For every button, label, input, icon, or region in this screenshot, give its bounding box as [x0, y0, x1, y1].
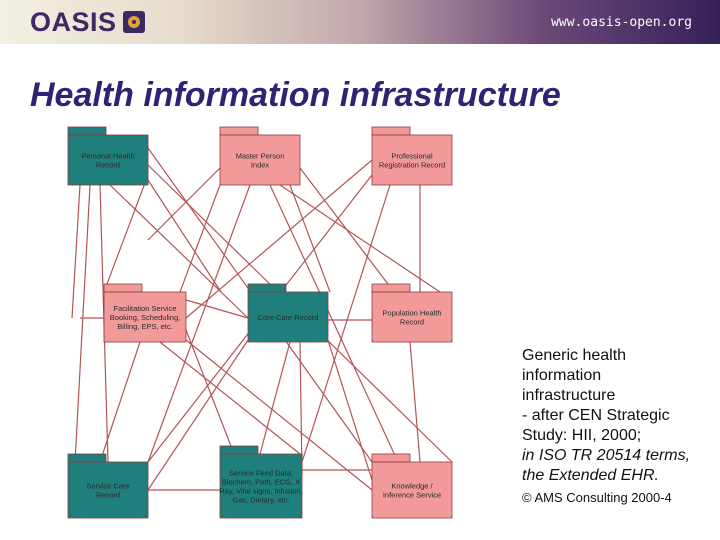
connection-line — [269, 184, 399, 463]
copyright-text: © AMS Consulting 2000-4 — [522, 490, 672, 505]
connection-line — [99, 341, 141, 463]
connection-line — [179, 184, 221, 293]
package-label: Inference Service — [383, 491, 441, 500]
package-node-sfd: Service Feed Data:Biochem, Path, ECG, XR… — [219, 445, 303, 519]
package-tab — [247, 283, 287, 293]
header-bar: OASIS www.oasis-open.org — [0, 0, 720, 44]
package-label: Biochem, Path, ECG, X — [222, 478, 300, 487]
package-tab — [371, 453, 411, 463]
page-title: Health information infrastructure — [30, 76, 561, 114]
caption-italic-line: the Extended EHR. — [522, 467, 659, 484]
package-label: Registration Record — [379, 161, 445, 170]
package-label: Professional — [391, 152, 433, 161]
connection-line — [409, 341, 421, 463]
connection-line — [74, 184, 91, 463]
package-label: Record — [96, 491, 120, 500]
connection-line — [159, 341, 301, 455]
package-label: Gas, Dietary, etc. — [232, 496, 289, 505]
package-label: Master Person — [236, 152, 285, 161]
connection-line — [147, 339, 249, 491]
caption-line: - after CEN Strategic — [522, 407, 670, 424]
package-tab — [219, 126, 259, 136]
package-label: Record — [400, 318, 424, 327]
package-label: Service Feed Data: — [229, 469, 293, 478]
package-tab — [67, 126, 107, 136]
package-tab — [67, 453, 107, 463]
logo-text: OASIS — [30, 6, 117, 37]
site-url[interactable]: www.oasis-open.org — [551, 15, 692, 30]
package-label: Ray, Vital signs, Infusion, — [219, 487, 303, 496]
connection-line — [147, 184, 251, 463]
connection-line — [185, 339, 373, 491]
connection-line — [289, 184, 331, 293]
package-tab — [371, 126, 411, 136]
connection-line — [109, 184, 249, 319]
package-node-ccr: Core Care Record — [247, 283, 329, 343]
connection-line — [185, 299, 249, 319]
caption-line: Generic health — [522, 347, 627, 364]
package-body — [371, 134, 453, 186]
connection-line — [327, 339, 373, 481]
package-label: Record — [96, 161, 120, 170]
package-body — [219, 453, 303, 519]
oasis-logo[interactable]: OASIS — [30, 6, 145, 38]
caption-italic-line: in ISO TR 20514 terms, — [522, 447, 691, 464]
package-label: Index — [251, 161, 270, 170]
package-body — [67, 461, 149, 519]
connection-line — [301, 184, 391, 463]
package-body — [247, 291, 329, 343]
connection-line — [299, 167, 395, 293]
package-label: Facilitation Service — [114, 304, 177, 313]
connection-line — [147, 167, 221, 241]
connection-line — [259, 341, 291, 455]
caption-italic-lines: in ISO TR 20514 terms, the Extended EHR. — [522, 446, 717, 486]
connection-line — [147, 179, 222, 293]
caption-line: Study: HII, 2000; — [522, 427, 642, 444]
package-label: Service Care — [86, 482, 129, 491]
connection-line — [279, 184, 441, 293]
package-tab — [103, 283, 143, 293]
package-label: Personal Health — [81, 152, 134, 161]
connection-line — [185, 159, 373, 319]
package-body — [103, 291, 187, 343]
caption-line: information — [522, 367, 602, 384]
package-tab — [219, 445, 259, 455]
connection-line — [299, 341, 303, 476]
package-body — [219, 134, 301, 186]
connection-line — [71, 184, 81, 319]
connection-line — [103, 174, 149, 293]
package-body — [67, 134, 149, 186]
logo-mark-icon — [122, 11, 145, 33]
package-tab — [371, 283, 411, 293]
package-label: Booking, Scheduling, — [110, 313, 180, 322]
caption-line: infrastructure — [522, 387, 616, 404]
package-label: Population Health — [382, 309, 441, 318]
package-label: Core Care Record — [258, 313, 319, 322]
package-label: Knowledge / — [391, 482, 433, 491]
package-body — [371, 461, 453, 519]
package-body — [371, 291, 453, 343]
package-label: Billing, EPS, etc. — [117, 322, 172, 331]
package-node-kis: Knowledge /Inference Service — [371, 453, 453, 519]
